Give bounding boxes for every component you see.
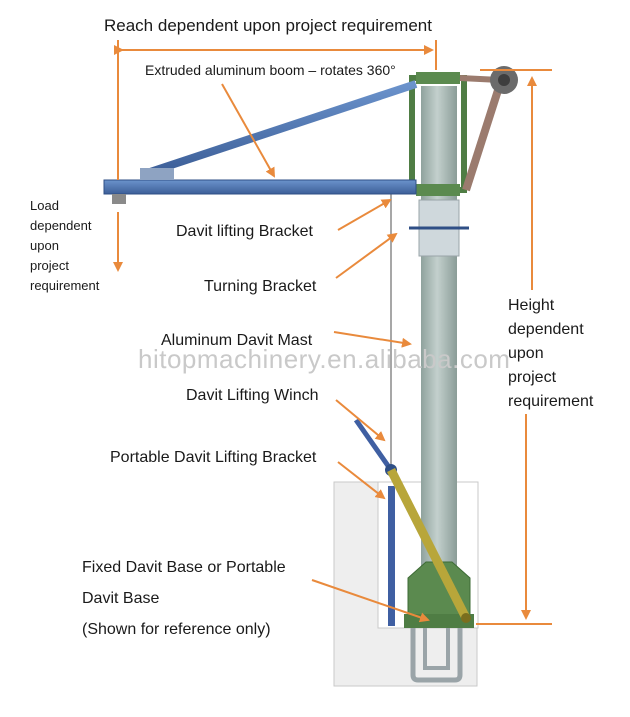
winch-arrow — [335, 399, 386, 442]
lifting-bracket-label: Davit lifting Bracket — [176, 223, 313, 240]
tension-rod — [459, 66, 518, 192]
height-label: Height dependent upon project requiremen… — [508, 294, 618, 414]
turning-bracket-arrow — [335, 232, 398, 279]
boom-label: Extruded aluminum boom – rotates 360° — [145, 62, 396, 78]
base-label: Fixed Davit Base or Portable Davit Base … — [82, 552, 342, 645]
mast-arrow — [333, 331, 412, 348]
lifting-bracket-arrow — [337, 199, 392, 231]
base-label-line: Fixed Davit Base or Portable — [82, 559, 286, 576]
davit-mast — [409, 86, 469, 576]
height-label-line: requirement — [508, 393, 594, 410]
base-arrow — [311, 579, 430, 623]
annotation-lines — [113, 40, 552, 625]
load-label-line: Load — [30, 198, 59, 213]
base-label-line: (Shown for reference only) — [82, 621, 271, 638]
load-label-line: requirement — [30, 278, 100, 293]
mast-label: Aluminum Davit Mast — [161, 332, 313, 349]
boom-arrow — [221, 83, 275, 178]
load-label: Load dependent upon project requirement — [30, 196, 120, 296]
watermark: hitopmachinery.en.alibaba.com — [138, 344, 511, 374]
load-label-line: upon — [30, 238, 59, 253]
turning-bracket-label: Turning Bracket — [204, 278, 317, 295]
portable-bracket-label: Portable Davit Lifting Bracket — [110, 449, 317, 466]
portable-lifting-arm — [386, 467, 471, 623]
base-label-line: Davit Base — [82, 590, 160, 607]
height-label-line: dependent — [508, 321, 584, 338]
load-label-line: dependent — [30, 218, 92, 233]
boom — [103, 80, 418, 204]
height-label-line: upon — [508, 345, 544, 362]
turning-bracket-frame — [409, 72, 467, 196]
height-label-line: Height — [508, 297, 555, 314]
winch-label: Davit Lifting Winch — [186, 387, 319, 404]
height-label-line: project — [508, 369, 557, 386]
reach-label: Reach dependent upon project requirement — [104, 16, 432, 35]
portable-bracket-arrow — [337, 461, 386, 500]
load-label-line: project — [30, 258, 70, 273]
